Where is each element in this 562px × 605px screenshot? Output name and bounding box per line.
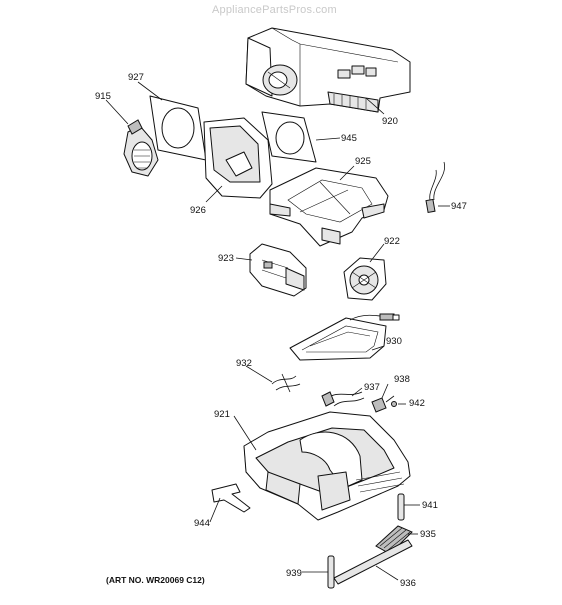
label-942: 942 [409, 398, 425, 409]
part-941-bracket[interactable] [397, 493, 405, 521]
part-947-sensor[interactable] [425, 161, 446, 214]
part-927-gasket[interactable] [149, 95, 207, 161]
watermark: AppliancePartsPros.com [212, 4, 337, 16]
part-942-screw[interactable] [391, 401, 397, 407]
label-921: 921 [214, 409, 230, 420]
art-number: (ART NO. WR20069 C12) [106, 575, 205, 585]
part-945-insulation[interactable] [261, 111, 317, 163]
part-936-trim-strip[interactable] [333, 539, 413, 585]
label-935: 935 [420, 529, 436, 540]
part-937-harness[interactable] [321, 391, 365, 407]
label-930: 930 [386, 336, 402, 347]
label-923: 923 [218, 253, 234, 264]
label-926: 926 [190, 205, 206, 216]
part-925-duct-cover[interactable] [269, 167, 389, 247]
label-947: 947 [451, 201, 467, 212]
callout-labels: 915 927 920 945 925 947 926 923 922 930 … [95, 72, 467, 589]
label-937: 937 [364, 382, 380, 393]
label-925: 925 [355, 156, 371, 167]
label-944: 944 [194, 518, 210, 529]
part-944-seal[interactable] [211, 483, 251, 513]
part-938-thermostat[interactable] [371, 395, 395, 413]
part-930-heater[interactable] [289, 313, 400, 361]
part-920-duct-assembly[interactable] [245, 27, 411, 113]
part-922-fan[interactable] [343, 257, 387, 301]
part-939-post[interactable] [327, 555, 335, 589]
part-915-fan-motor[interactable] [123, 119, 159, 177]
leader-lines [105, 81, 450, 581]
label-927: 927 [128, 72, 144, 83]
label-938: 938 [394, 374, 410, 385]
part-932-wire-clip[interactable] [271, 373, 301, 393]
label-941: 941 [422, 500, 438, 511]
part-921-housing[interactable] [243, 411, 411, 521]
label-936: 936 [400, 578, 416, 589]
label-920: 920 [382, 116, 398, 127]
label-932: 932 [236, 358, 252, 369]
part-923-damper[interactable] [249, 243, 307, 297]
label-939: 939 [286, 568, 302, 579]
part-926-fan-shroud[interactable] [203, 117, 273, 199]
label-915: 915 [95, 91, 111, 102]
label-922: 922 [384, 236, 400, 247]
label-945: 945 [341, 133, 357, 144]
